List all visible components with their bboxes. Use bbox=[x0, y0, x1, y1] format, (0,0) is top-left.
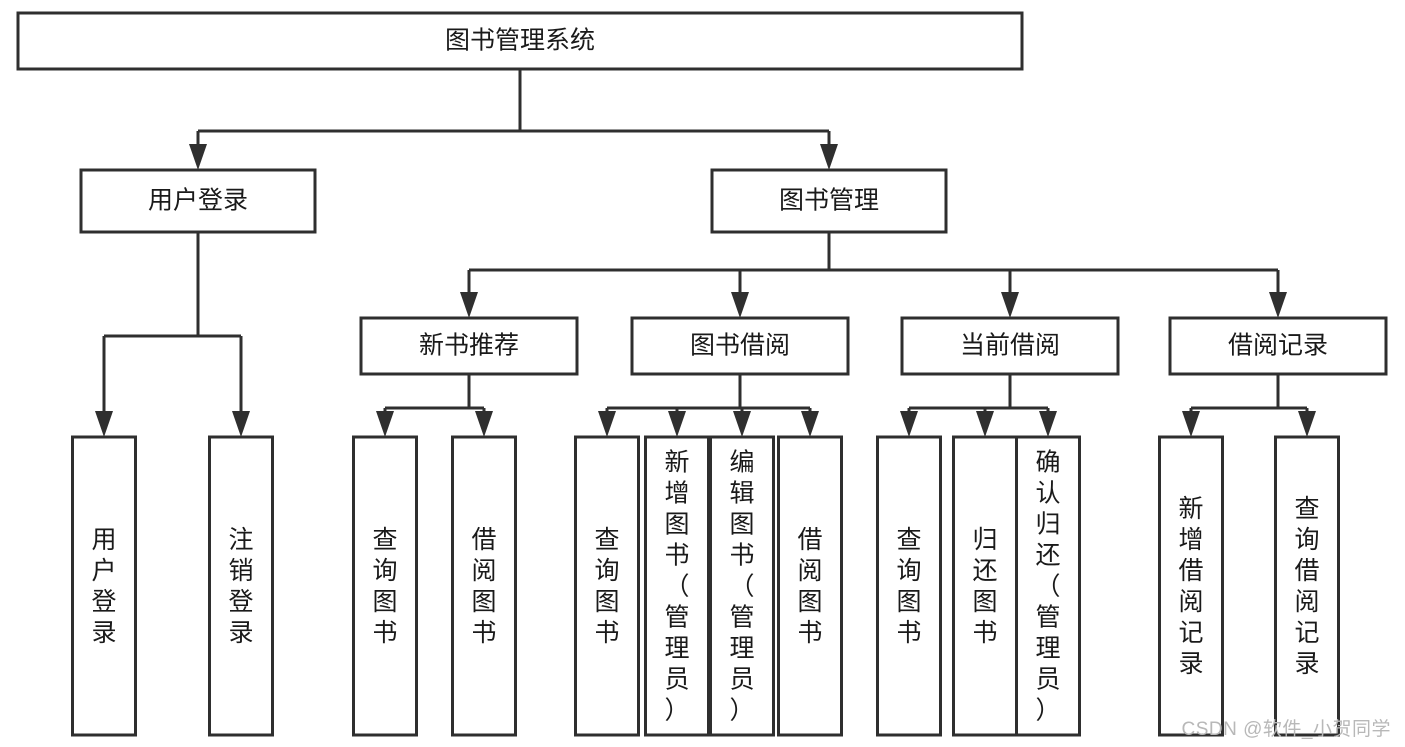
node-layer: 图书管理系统用户登录图书管理新书推荐图书借阅当前借阅借阅记录用户登录注销登录查询… bbox=[16, 11, 1388, 737]
node-leaf-current-borrow-2[interactable]: 确认归还（管理员） bbox=[1015, 435, 1081, 737]
new_book_recommend-to-leaves-arrow-1 bbox=[475, 411, 493, 437]
node-level3-新书推荐-label: 新书推荐 bbox=[419, 332, 519, 360]
current_borrow-to-leaves-arrow-0 bbox=[900, 411, 918, 437]
user_login-to-leaves-arrow-0 bbox=[95, 411, 113, 437]
node-level2-用户登录-label: 用户登录 bbox=[148, 187, 248, 215]
node-leaf-borrow-record-0[interactable]: 新增借阅记录 bbox=[1158, 435, 1224, 737]
book_borrow-to-leaves-arrow-1 bbox=[668, 411, 686, 437]
node-leaf-user-login-1-label: 注销登录 bbox=[228, 526, 253, 647]
node-level3-借阅记录[interactable]: 借阅记录 bbox=[1168, 316, 1388, 376]
node-leaf-borrow-record-0-label: 新增借阅记录 bbox=[1178, 495, 1203, 678]
node-leaf-book-borrow-2-label: 编辑图书（管理员） bbox=[729, 449, 754, 725]
node-level2-图书管理[interactable]: 图书管理 bbox=[710, 168, 948, 234]
node-level3-新书推荐[interactable]: 新书推荐 bbox=[359, 316, 579, 376]
root-to-level2-arrow-1 bbox=[820, 144, 838, 170]
node-leaf-new-book-recommend-1[interactable]: 借阅图书 bbox=[451, 435, 517, 737]
node-leaf-borrow-record-1-label: 查询借阅记录 bbox=[1294, 495, 1319, 678]
node-leaf-book-borrow-1[interactable]: 新增图书（管理员） bbox=[644, 435, 710, 737]
node-leaf-current-borrow-0-label: 查询图书 bbox=[896, 526, 921, 647]
node-level3-图书借阅-label: 图书借阅 bbox=[690, 332, 790, 360]
node-leaf-user-login-0[interactable]: 用户登录 bbox=[71, 435, 137, 737]
book_borrow-to-leaves-arrow-3 bbox=[801, 411, 819, 437]
book-mgmt-to-level3-arrow-3 bbox=[1269, 292, 1287, 318]
node-leaf-current-borrow-1-label: 归还图书 bbox=[972, 526, 997, 647]
connector-layer bbox=[95, 69, 1316, 437]
node-leaf-book-borrow-0-label: 查询图书 bbox=[594, 526, 619, 647]
node-root-system[interactable]: 图书管理系统 bbox=[16, 11, 1024, 71]
current_borrow-to-leaves-arrow-1 bbox=[976, 411, 994, 437]
node-leaf-user-login-1[interactable]: 注销登录 bbox=[208, 435, 274, 737]
node-leaf-current-borrow-1[interactable]: 归还图书 bbox=[952, 435, 1018, 737]
node-leaf-current-borrow-0[interactable]: 查询图书 bbox=[876, 435, 942, 737]
book_borrow-to-leaves-arrow-2 bbox=[733, 411, 751, 437]
borrow_record-to-leaves-arrow-0 bbox=[1182, 411, 1200, 437]
book-mgmt-to-level3-arrow-2 bbox=[1001, 292, 1019, 318]
current_borrow-to-leaves-arrow-2 bbox=[1039, 411, 1057, 437]
user_login-to-leaves-arrow-1 bbox=[232, 411, 250, 437]
node-leaf-book-borrow-1-label: 新增图书（管理员） bbox=[664, 449, 689, 725]
node-level2-用户登录[interactable]: 用户登录 bbox=[79, 168, 317, 234]
node-level2-图书管理-label: 图书管理 bbox=[779, 187, 879, 215]
node-level3-借阅记录-label: 借阅记录 bbox=[1228, 332, 1328, 360]
node-level3-图书借阅[interactable]: 图书借阅 bbox=[630, 316, 850, 376]
node-leaf-user-login-0-label: 用户登录 bbox=[91, 526, 116, 647]
book-mgmt-to-level3-arrow-0 bbox=[460, 292, 478, 318]
node-leaf-new-book-recommend-0[interactable]: 查询图书 bbox=[352, 435, 418, 737]
node-leaf-current-borrow-2-label: 确认归还（管理员） bbox=[1035, 449, 1060, 725]
watermark-text: CSDN @软件_小贺同学 bbox=[1181, 719, 1391, 740]
new_book_recommend-to-leaves-arrow-0 bbox=[376, 411, 394, 437]
node-leaf-new-book-recommend-0-label: 查询图书 bbox=[372, 526, 397, 647]
node-leaf-book-borrow-3-label: 借阅图书 bbox=[797, 526, 822, 647]
node-level3-当前借阅[interactable]: 当前借阅 bbox=[900, 316, 1120, 376]
book_borrow-to-leaves-arrow-0 bbox=[598, 411, 616, 437]
node-level3-当前借阅-label: 当前借阅 bbox=[960, 332, 1060, 360]
node-leaf-book-borrow-0[interactable]: 查询图书 bbox=[574, 435, 640, 737]
root-to-level2-arrow-0 bbox=[189, 144, 207, 170]
node-leaf-borrow-record-1[interactable]: 查询借阅记录 bbox=[1274, 435, 1340, 737]
node-leaf-new-book-recommend-1-label: 借阅图书 bbox=[471, 526, 496, 647]
borrow_record-to-leaves-arrow-1 bbox=[1298, 411, 1316, 437]
book-mgmt-to-level3-arrow-1 bbox=[731, 292, 749, 318]
node-leaf-book-borrow-2[interactable]: 编辑图书（管理员） bbox=[709, 435, 775, 737]
node-leaf-book-borrow-3[interactable]: 借阅图书 bbox=[777, 435, 843, 737]
node-root-system-label: 图书管理系统 bbox=[445, 27, 595, 55]
